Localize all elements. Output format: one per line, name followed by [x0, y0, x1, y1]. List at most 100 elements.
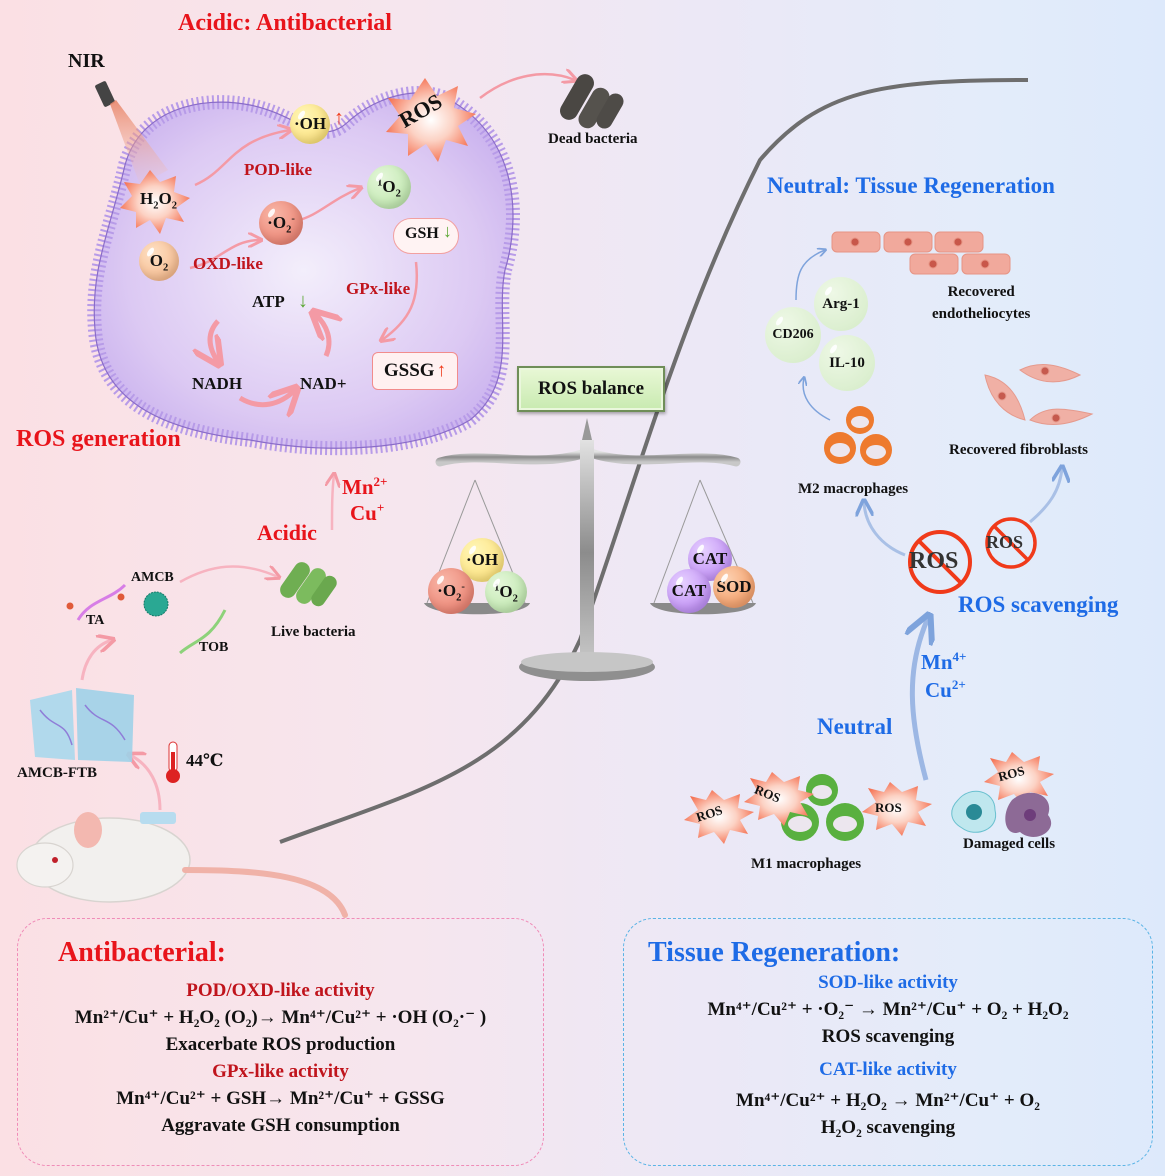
- arrow-neutral-up: [912, 618, 928, 781]
- pod-oxd-activity-title: POD/OXD-like activity: [186, 980, 375, 1001]
- oxd-like-label: OXD-like: [193, 254, 263, 273]
- superoxide-ball: ·O2-: [259, 201, 303, 245]
- no-ros-icon-small: [985, 517, 1037, 569]
- nir-laser-icon: [95, 81, 115, 107]
- ros-burst-icon: [744, 772, 814, 826]
- endotheliocytes-icon: [831, 231, 1011, 275]
- gpx-equation: Mn⁴⁺/Cu²⁺ + GSH→ Mn²⁺/Cu⁺ + GSSG: [116, 1088, 445, 1109]
- tissue-regeneration-heading: Tissue Regeneration:: [648, 937, 901, 968]
- cat-effect: H₂O₂ scavenging: [820, 1117, 956, 1138]
- ros-burst-icon: [984, 752, 1054, 806]
- live-bacteria-icon: [280, 562, 337, 607]
- h2o2-label: H2O2: [140, 189, 177, 212]
- arrow-ros-to-dead-bacteria: [479, 74, 575, 99]
- arrow-o2-to-superoxide: [189, 240, 260, 270]
- recovered-fibroblasts-label: Recovered fibroblasts: [949, 442, 1089, 458]
- arrow-live-to-cell: [332, 475, 334, 531]
- singlet-oxygen-ball: 1O2: [367, 165, 411, 209]
- neutral-label: Neutral: [817, 714, 893, 739]
- marker-il10-ball: IL-10: [819, 335, 875, 391]
- title-ros-generation: ROS generation: [16, 426, 181, 452]
- damaged-cells-label: Damaged cells: [963, 836, 1056, 852]
- temperature-label: 44℃: [186, 751, 224, 770]
- h2o2-burst-icon: [120, 170, 190, 234]
- ros-crossed-label: ROS: [986, 532, 1024, 552]
- arrow-ros-to-fibroblasts: [1029, 468, 1062, 524]
- thermometer-icon: [166, 741, 180, 783]
- recovered-endotheliocytes-label: Recovered endotheliocytes: [932, 284, 1031, 322]
- antibacterial-heading: Antibacterial:: [58, 937, 226, 968]
- fibroblasts-icon: [984, 364, 1094, 425]
- pod-oxd-effect: Exacerbate ROS production: [165, 1034, 396, 1055]
- arrow-h2o2-to-oh: [194, 130, 290, 187]
- gsh-cloud: [393, 218, 459, 254]
- sod-equation: Mn⁴⁺/Cu²⁺ + ·O₂⁻ → Mn²⁺/Cu⁺ + O₂ + H₂O₂: [707, 999, 1069, 1020]
- m1-macrophages-label: M1 macrophages: [751, 856, 862, 872]
- arrow-nad-to-atp: [315, 314, 329, 358]
- gsh-label: GSH: [405, 225, 439, 242]
- sod-effect: ROS scavenging: [821, 1026, 955, 1047]
- gpx-activity-title: GPx-like activity: [212, 1061, 349, 1082]
- divider-curve: [279, 78, 1029, 844]
- title-acidic-antibacterial: Acidic: Antibacterial: [178, 10, 392, 36]
- cat-activity-title: CAT-like activity: [819, 1059, 957, 1080]
- ros-burst-icon: [386, 78, 476, 162]
- atp-label: ATP: [252, 292, 285, 311]
- nadh-label: NADH: [192, 374, 243, 393]
- marker-cd206-ball: CD206: [765, 307, 821, 363]
- ros-burst-icon: [684, 790, 754, 844]
- amcb-ftb-hydrogel-icon: [30, 688, 134, 762]
- damaged-cells-icon: [951, 790, 1052, 837]
- oxygen-ball: O2: [139, 241, 179, 281]
- gpx-like-label: GPx-like: [346, 279, 411, 298]
- cat-equation: Mn⁴⁺/Cu²⁺ + H₂O₂ → Mn²⁺/Cu⁺ + O₂: [736, 1090, 1040, 1111]
- arrow-atp-to-nadh: [210, 319, 218, 362]
- amcb-ftb-label: AMCB-FTB: [17, 765, 97, 781]
- hydroxyl-radical-ball: ·OH: [290, 104, 330, 144]
- m2-macrophages-icon: [824, 406, 892, 466]
- dead-bacteria-icon: [560, 74, 624, 129]
- pod-oxd-equation: Mn²⁺/Cu⁺ + H₂O₂ (O₂)→ Mn⁴⁺/Cu²⁺ + ·OH (O…: [74, 1007, 487, 1028]
- nir-beam: [110, 100, 168, 185]
- sod-activity-title: SOD-like activity: [818, 972, 958, 993]
- dead-bacteria-label: Dead bacteria: [548, 131, 638, 147]
- balance-sod-ball: SOD: [713, 566, 755, 608]
- ta-label: TA: [86, 613, 105, 628]
- title-ros-scavenging: ROS scavenging: [958, 592, 1119, 617]
- live-bacteria-label: Live bacteria: [271, 624, 356, 640]
- ros-burst-icon: [862, 782, 932, 836]
- nir-label: NIR: [68, 50, 105, 72]
- increase-arrow-icon: ↑: [436, 360, 447, 381]
- title-neutral-tissue-regeneration: Neutral: Tissue Regeneration: [767, 173, 1055, 198]
- m2-macrophages-label: M2 macrophages: [798, 481, 909, 497]
- arrow-ros-to-m2: [864, 502, 906, 557]
- pod-like-label: POD-like: [244, 160, 312, 179]
- gpx-effect: Aggravate GSH consumption: [161, 1115, 400, 1136]
- arrow-ftb-to-ta: [80, 640, 112, 681]
- arrow-m2-to-markers: [803, 378, 831, 421]
- balance-cat-ball: CAT: [667, 569, 711, 613]
- ta-molecule-icon: [76, 583, 127, 621]
- decrease-arrow-icon: ↓: [443, 221, 452, 241]
- arrow-nadh-to-nad: [238, 390, 295, 405]
- ros-burst-label: ROS: [875, 800, 902, 815]
- amcb-label: AMCB: [131, 570, 174, 585]
- marker-arg1-ball: Arg-1: [814, 277, 868, 331]
- tissue-regeneration-summary-box: Tissue Regeneration: SOD-like activity M…: [623, 918, 1153, 1166]
- tob-label: TOB: [199, 640, 229, 655]
- balance-superoxide-ball: ·O2-: [428, 568, 474, 614]
- nad-plus-label: NAD+: [300, 374, 347, 393]
- arrow-cd206-to-endotheliocytes: [795, 250, 825, 301]
- acidic-ions-label: Mn2+ Cu+: [342, 474, 388, 525]
- tob-molecule-icon: [179, 609, 227, 655]
- antibacterial-summary-box: Antibacterial: POD/OXD-like activity Mn²…: [17, 918, 544, 1166]
- arrow-gsh-to-gssg: [382, 261, 419, 340]
- mouse-icon: [16, 812, 348, 918]
- neutral-ions-label: Mn4+ Cu2+: [921, 649, 967, 702]
- m1-macrophages-icon: [781, 774, 864, 841]
- acidic-label: Acidic: [257, 520, 317, 545]
- decrease-arrow-icon: ↓: [298, 290, 308, 312]
- balance-singlet-oxygen-ball: 1O2: [485, 571, 527, 613]
- arrow-mouse-to-ftb: [130, 755, 162, 811]
- no-ros-icon-large: [908, 530, 972, 594]
